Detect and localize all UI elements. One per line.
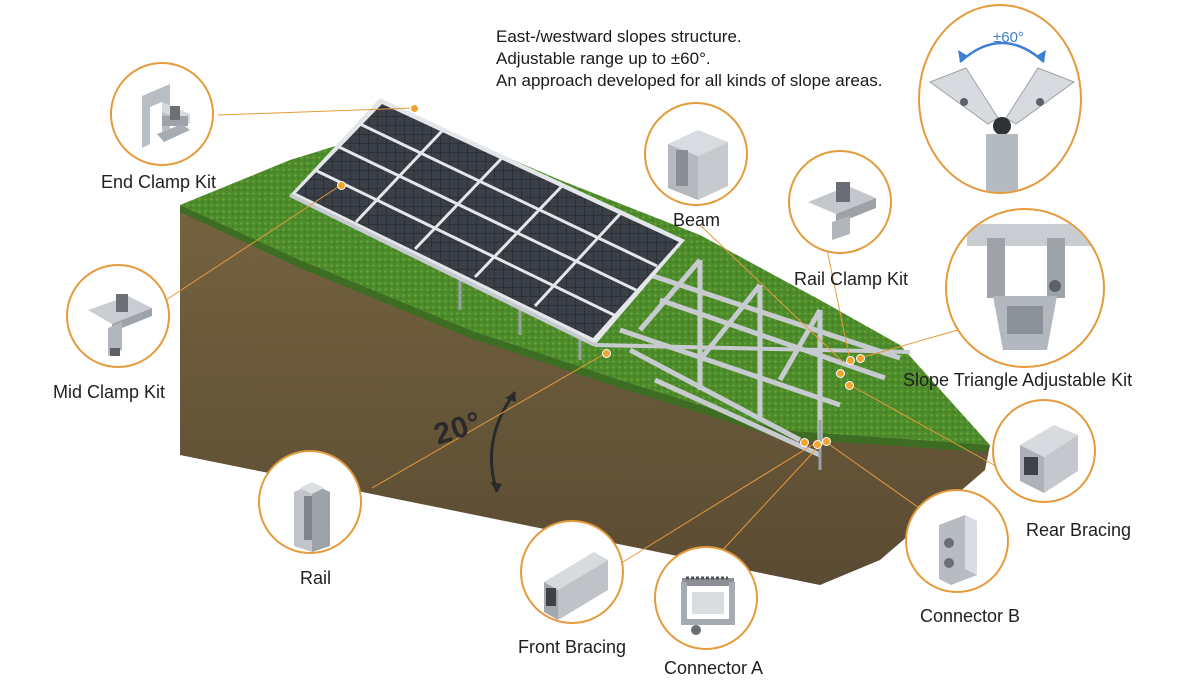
beam-icon bbox=[668, 130, 728, 200]
marker-mid-clamp bbox=[337, 181, 346, 190]
rail-icon bbox=[294, 482, 330, 552]
slope-triangle-label: Slope Triangle Adjustable Kit bbox=[903, 370, 1133, 390]
slope-triangle-callout bbox=[945, 208, 1105, 368]
marker-connector-a bbox=[813, 440, 822, 449]
adjust-angle-label: ±60° bbox=[993, 29, 1024, 46]
leader-lines bbox=[165, 107, 995, 571]
marker-end-clamp bbox=[410, 104, 419, 113]
end-clamp-label: End Clamp Kit bbox=[101, 172, 217, 192]
slope-angle-arrow bbox=[490, 391, 517, 493]
end-clamp-icon bbox=[142, 84, 190, 148]
rail-callout bbox=[258, 450, 362, 554]
mid-clamp-callout bbox=[66, 264, 170, 368]
description-line-2: Adjustable range up to ±60°. bbox=[496, 49, 711, 68]
marker-slope-triangle bbox=[856, 354, 865, 363]
arrow-head-top bbox=[505, 392, 516, 402]
connector-b-callout bbox=[905, 489, 1009, 593]
rear-structure bbox=[619, 258, 901, 458]
adjust-angle-icon bbox=[928, 41, 1076, 192]
mid-clamp-icon bbox=[88, 294, 152, 356]
connector-b-label: Connector B bbox=[920, 606, 1021, 626]
rear-bracing-callout bbox=[992, 399, 1096, 503]
connector-b-icon bbox=[939, 515, 977, 585]
front-bracing-callout bbox=[520, 520, 624, 624]
arrow-head-bottom bbox=[490, 482, 502, 492]
beam-callout bbox=[644, 102, 748, 206]
solar-panel-array bbox=[289, 98, 685, 347]
front-rail bbox=[594, 343, 911, 354]
connector-a-callout bbox=[654, 546, 758, 650]
front-bracing-label: Front Bracing bbox=[518, 637, 627, 657]
front-bracing-icon bbox=[544, 552, 608, 620]
beam-label: Beam bbox=[673, 210, 721, 230]
marker-rear-bracing bbox=[845, 381, 854, 390]
connector-a-label: Connector A bbox=[664, 658, 764, 678]
connector-a-icon bbox=[681, 576, 735, 635]
marker-connector-b bbox=[822, 437, 831, 446]
slope-triangle-icon bbox=[967, 224, 1097, 350]
adjust-angle-callout bbox=[918, 4, 1082, 194]
description-line-1: East-/westward slopes structure. bbox=[496, 27, 742, 46]
marker-front-bracing bbox=[800, 438, 809, 447]
description-line-3: An approach developed for all kinds of s… bbox=[496, 71, 883, 90]
rear-bracing-icon bbox=[1020, 425, 1078, 493]
rail-label: Rail bbox=[300, 568, 332, 588]
description-block: East-/westward slopes structure. Adjusta… bbox=[496, 26, 883, 92]
rail-clamp-icon bbox=[808, 182, 876, 240]
end-clamp-callout bbox=[110, 62, 214, 166]
marker-beam bbox=[836, 369, 845, 378]
rail-clamp-callout bbox=[788, 150, 892, 254]
mid-clamp-label: Mid Clamp Kit bbox=[53, 382, 166, 402]
marker-rail bbox=[602, 349, 611, 358]
rail-clamp-label: Rail Clamp Kit bbox=[794, 269, 909, 289]
marker-rail-clamp bbox=[846, 356, 855, 365]
rear-bracing-label: Rear Bracing bbox=[1026, 520, 1132, 540]
